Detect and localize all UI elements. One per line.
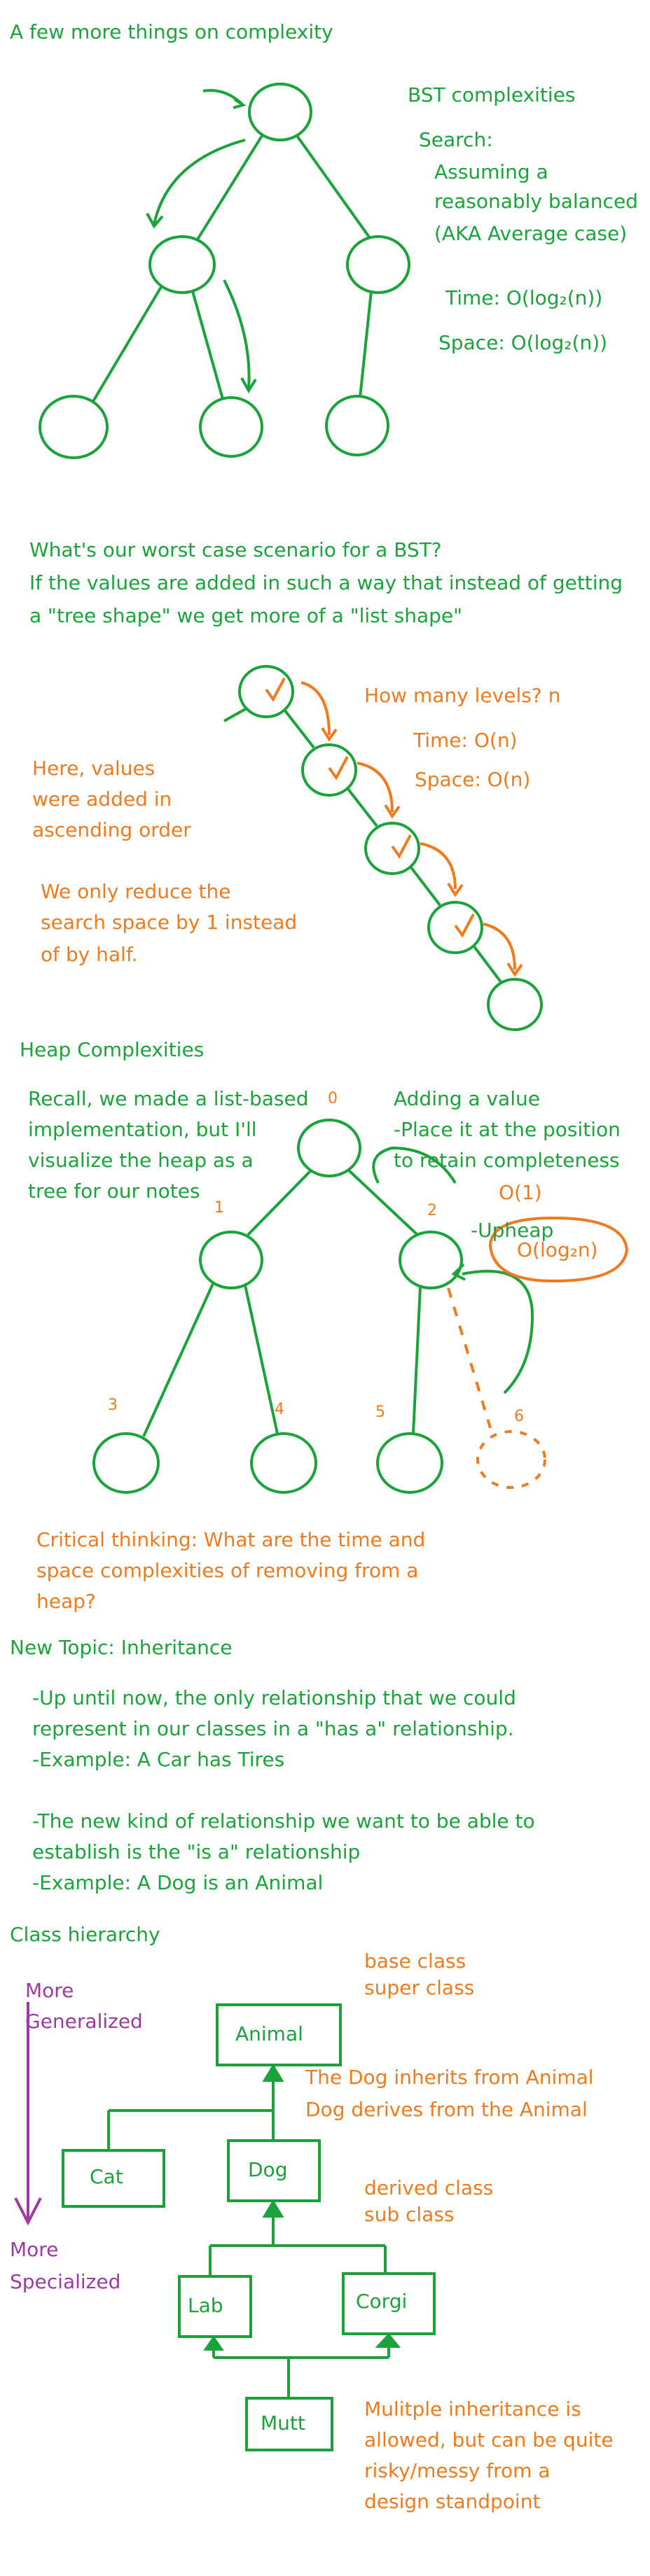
heap-new-node [476, 1430, 546, 1489]
heap-heading: Heap Complexities [20, 1038, 205, 1061]
inherits-note: The Dog inherits from Animal [305, 2066, 594, 2089]
worst-question: What's our worst case scenario for a BST… [29, 538, 442, 561]
base-class-note: super class [364, 1976, 475, 1999]
list-node [238, 665, 294, 718]
inheritance-line: represent in our classes in a "has a" re… [32, 1717, 514, 1740]
bst-leaf-node [325, 395, 389, 456]
heap-node-2 [399, 1231, 463, 1289]
class-box-animal [216, 2003, 342, 2066]
assume-line: (AKA Average case) [434, 222, 628, 245]
list-shaped-tree [223, 665, 543, 1031]
recall-note: visualize the heap as a [28, 1149, 254, 1172]
class-hierarchy-diagram [62, 2003, 436, 2451]
heap-index-label: 5 [375, 1404, 385, 1421]
derived-class-note: sub class [364, 2203, 455, 2226]
reduce-note: of by half. [41, 943, 138, 966]
list-node [427, 901, 483, 954]
worst-answer: a "tree shape" we get more of a "list sh… [29, 604, 462, 627]
class-label-corgi: Corgi [356, 2290, 408, 2313]
bst-root-node [248, 83, 312, 141]
more-specialized: Specialized [10, 2270, 121, 2293]
add-note: -Place it at the position [394, 1118, 621, 1141]
bst-tree-diagram [39, 83, 410, 459]
bst-leaf-node [39, 395, 109, 459]
bst-space: Space: O(log₂(n)) [438, 331, 608, 354]
multiple-inheritance-note: allowed, but can be quite [364, 2428, 614, 2451]
inheritance-line: establish is the "is a" relationship [32, 1840, 361, 1863]
reduce-note: We only reduce the [41, 880, 231, 903]
assume-line: Assuming a [434, 160, 548, 183]
inheritance-line: -Example: A Dog is an Animal [32, 1871, 324, 1894]
recall-note: Recall, we made a list-based [28, 1087, 309, 1110]
heap-node-4 [250, 1432, 317, 1494]
upheap-complexity: O(log₂n) [517, 1238, 598, 1261]
inheritance-heading: New Topic: Inheritance [10, 1636, 233, 1659]
derives-note: Dog derives from the Animal [305, 2098, 588, 2121]
multiple-inheritance-note: Mulitple inheritance is [364, 2398, 581, 2421]
class-label-animal: Animal [235, 2022, 303, 2045]
levels-note: How many levels? n [364, 684, 561, 707]
assume-line: reasonably balanced [434, 190, 638, 213]
critical-note: heap? [36, 1590, 96, 1613]
here-note: were added in [32, 788, 172, 811]
heap-index-label: 0 [328, 1090, 338, 1107]
more-specialized: More [10, 2238, 59, 2261]
critical-note: Critical thinking: What are the time and [36, 1528, 426, 1551]
add-note: Adding a value [394, 1087, 540, 1110]
inheritance-line: -Example: A Car has Tires [32, 1748, 285, 1771]
list-node [301, 743, 357, 797]
heap-node-5 [376, 1432, 443, 1494]
heap-index-label: 6 [514, 1408, 524, 1425]
reduce-note: search space by 1 instead [41, 911, 298, 934]
here-note: Here, values [32, 757, 155, 780]
multiple-inheritance-note: risky/messy from a [364, 2459, 551, 2482]
list-node [364, 822, 420, 875]
more-generalized: More [25, 1979, 74, 2002]
heap-index-label: 3 [108, 1396, 118, 1414]
here-note: ascending order [32, 818, 191, 841]
add-complexity: O(1) [499, 1181, 542, 1204]
bst-time: Time: O(log₂(n)) [445, 286, 603, 309]
search-label: Search: [419, 128, 493, 151]
worst-answer: If the values are added in such a way th… [29, 571, 623, 594]
multiple-inheritance-note: design standpoint [364, 2490, 541, 2513]
heap-index-label: 2 [427, 1202, 437, 1219]
bst-left-node [148, 235, 216, 294]
heap-node-0 [297, 1119, 361, 1177]
class-label-dog: Dog [248, 2158, 288, 2181]
recall-note: implementation, but I'll [28, 1118, 257, 1141]
add-note: to retain completeness [394, 1149, 620, 1172]
hierarchy-heading: Class hierarchy [10, 1923, 160, 1946]
recall-note: tree for our notes [28, 1180, 200, 1203]
bst-heading: BST complexities [408, 83, 576, 106]
heap-tree-diagram [92, 1119, 629, 1494]
inheritance-line: -Up until now, the only relationship tha… [32, 1686, 516, 1709]
heap-index-label: 4 [275, 1401, 284, 1418]
base-class-note: base class [364, 1949, 466, 1973]
heap-node-1 [199, 1231, 263, 1289]
more-generalized: Generalized [25, 2010, 143, 2033]
class-label-cat: Cat [90, 2165, 123, 2188]
class-label-lab: Lab [188, 2294, 223, 2317]
specialization-arrow [14, 2002, 42, 2226]
inheritance-line: -The new kind of relationship we want to… [32, 1809, 535, 1833]
worst-time: Time: O(n) [413, 729, 518, 752]
class-label-mutt: Mutt [261, 2412, 305, 2435]
class-box-cat [62, 2149, 165, 2208]
ologn-circle [489, 1216, 629, 1283]
upheap-note: -Upheap [471, 1219, 554, 1242]
worst-space: Space: O(n) [415, 768, 531, 791]
heap-index-label: 1 [214, 1199, 224, 1217]
list-node [487, 978, 543, 1031]
bst-leaf-node [199, 396, 263, 458]
critical-note: space complexities of removing from a [36, 1559, 419, 1582]
derived-class-note: derived class [364, 2176, 494, 2199]
page-title: A few more things on complexity [10, 20, 333, 43]
heap-node-3 [92, 1432, 160, 1494]
bst-right-node [346, 235, 410, 294]
